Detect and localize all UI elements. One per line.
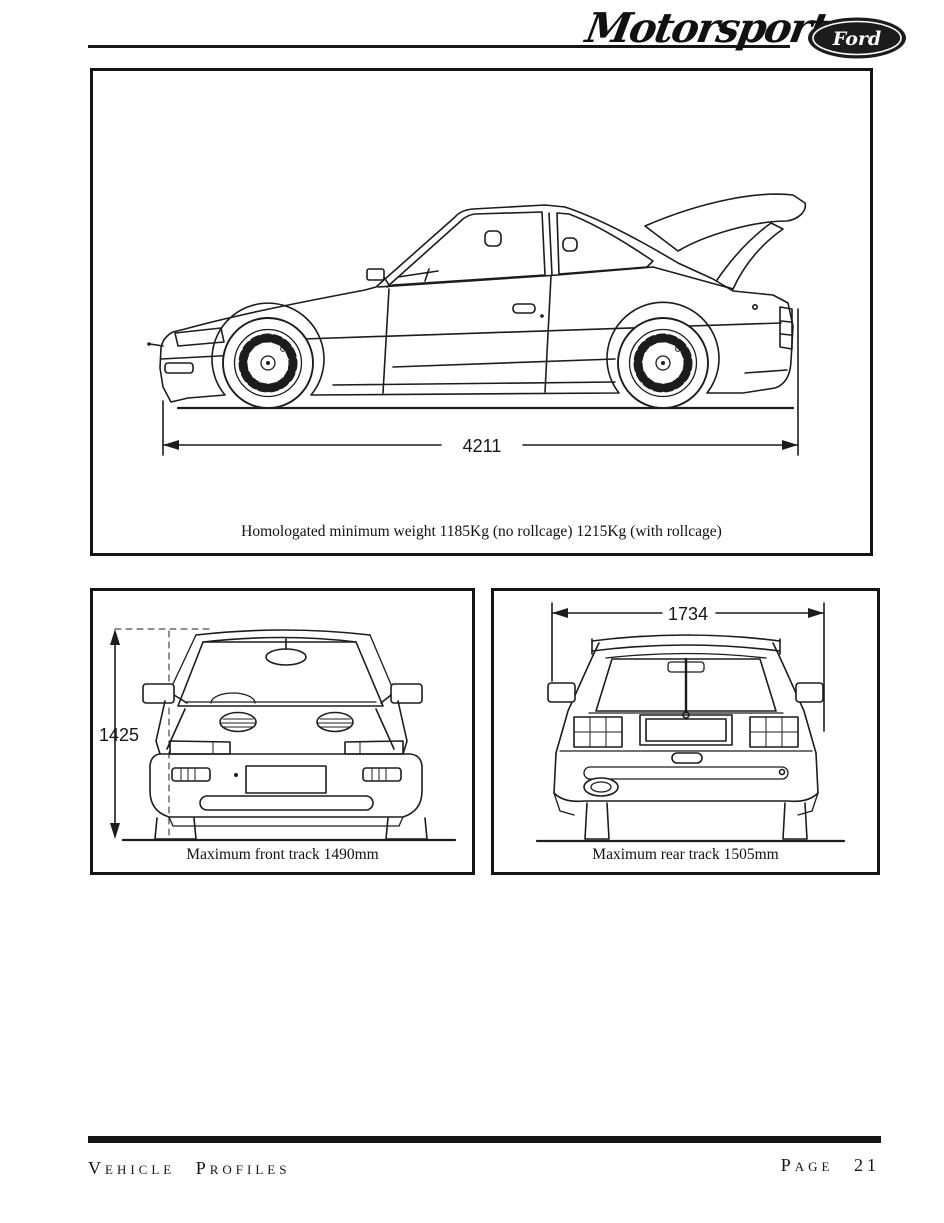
rear-view-wheels: [584, 802, 808, 840]
side-view-caption: Homologated minimum weight 1185Kg (no ro…: [241, 523, 722, 540]
rear-mirrors: [547, 682, 824, 703]
side-windows: [386, 211, 654, 288]
footer-section-title: Vehicle Profiles: [88, 1158, 291, 1178]
rear-number-plate: [645, 718, 727, 742]
rear-view-caption: Maximum rear track 1505mm: [592, 846, 779, 863]
footer-page-number: Page 21: [780, 1155, 880, 1175]
front-view-panel: 1425: [90, 588, 475, 875]
footer-rule: [88, 1136, 881, 1143]
rear-window: [595, 657, 777, 713]
ford-logo: Ford: [808, 17, 906, 59]
width-dimension: 1734: [551, 602, 825, 732]
front-roof-windscreen: [164, 629, 399, 707]
rear-view-panel: 1734: [491, 588, 880, 875]
header-rule: [88, 45, 790, 48]
car-body-outline: [159, 204, 794, 403]
rear-end-details: [744, 304, 793, 374]
rear-spoiler: [644, 193, 807, 290]
height-dimension: 1425: [99, 628, 212, 839]
rear-view-drawing: 1734: [535, 602, 846, 843]
tail-panel: [559, 711, 813, 764]
front-bumper: [149, 753, 423, 827]
front-view-drawing: 1425: [99, 628, 457, 842]
front-view-caption: Maximum front track 1490mm: [186, 846, 379, 863]
side-mirror: [366, 268, 390, 286]
width-dimension-label: 1734: [668, 604, 708, 624]
front-number-plate: [245, 765, 327, 794]
length-dimension: 4211: [162, 308, 799, 456]
interior-details: [397, 230, 578, 282]
front-wheel: [222, 317, 314, 409]
body-lines: [302, 266, 782, 394]
rear-wing: [591, 634, 781, 659]
bonnet-vents: [219, 711, 354, 733]
rear-number-plate-recess: [639, 714, 733, 746]
side-view-drawing: 4211: [147, 193, 807, 456]
front-view-wheels: [154, 817, 428, 840]
side-view-panel: 4211 Homologated minimum weight 1185Kg (…: [90, 68, 873, 556]
length-dimension-label: 4211: [463, 436, 502, 456]
rear-bumper: [553, 766, 819, 816]
ford-logo-text: Ford: [832, 28, 881, 50]
boot-handle: [671, 752, 703, 764]
height-dimension-label: 1425: [99, 725, 139, 745]
rear-wheel: [617, 317, 709, 409]
door-handle: [512, 303, 544, 318]
headlights: [169, 740, 404, 755]
front-mirrors: [142, 683, 423, 704]
rear-body-sides: [553, 642, 819, 794]
exhaust: [583, 777, 619, 797]
motorsport-logo: Motorsport: [582, 4, 831, 52]
front-body: [155, 700, 408, 755]
